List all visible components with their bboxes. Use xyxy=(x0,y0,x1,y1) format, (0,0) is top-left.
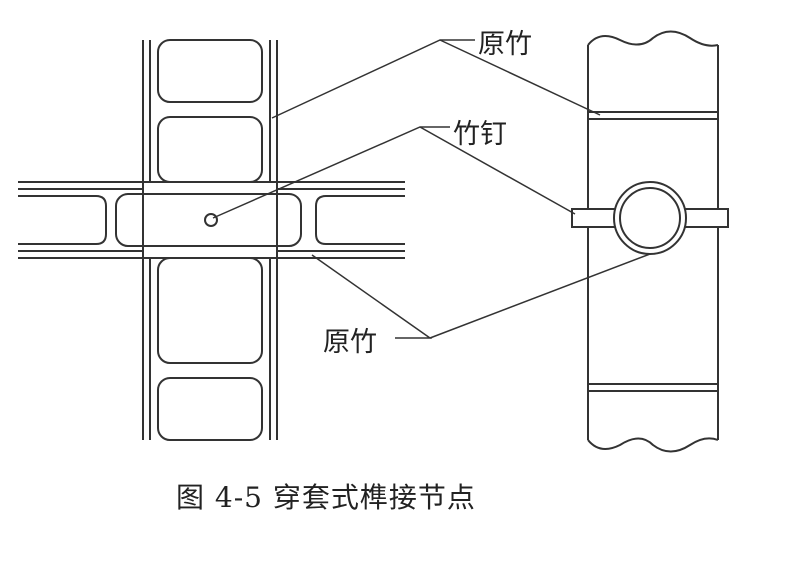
label-top-bamboo: 原竹 xyxy=(478,29,532,60)
horizontal-bamboo-left xyxy=(18,181,405,259)
vertical-bamboo-left xyxy=(142,39,278,441)
vertical-bamboo-right xyxy=(571,30,729,453)
label-bamboo-nail: 竹钉 xyxy=(453,119,507,150)
label-bottom-bamboo: 原竹 xyxy=(323,327,377,358)
bamboo-nail-end xyxy=(204,213,218,227)
figure-caption: 图 4-5 穿套式榫接节点 xyxy=(176,481,476,514)
leader-lines xyxy=(212,39,651,339)
